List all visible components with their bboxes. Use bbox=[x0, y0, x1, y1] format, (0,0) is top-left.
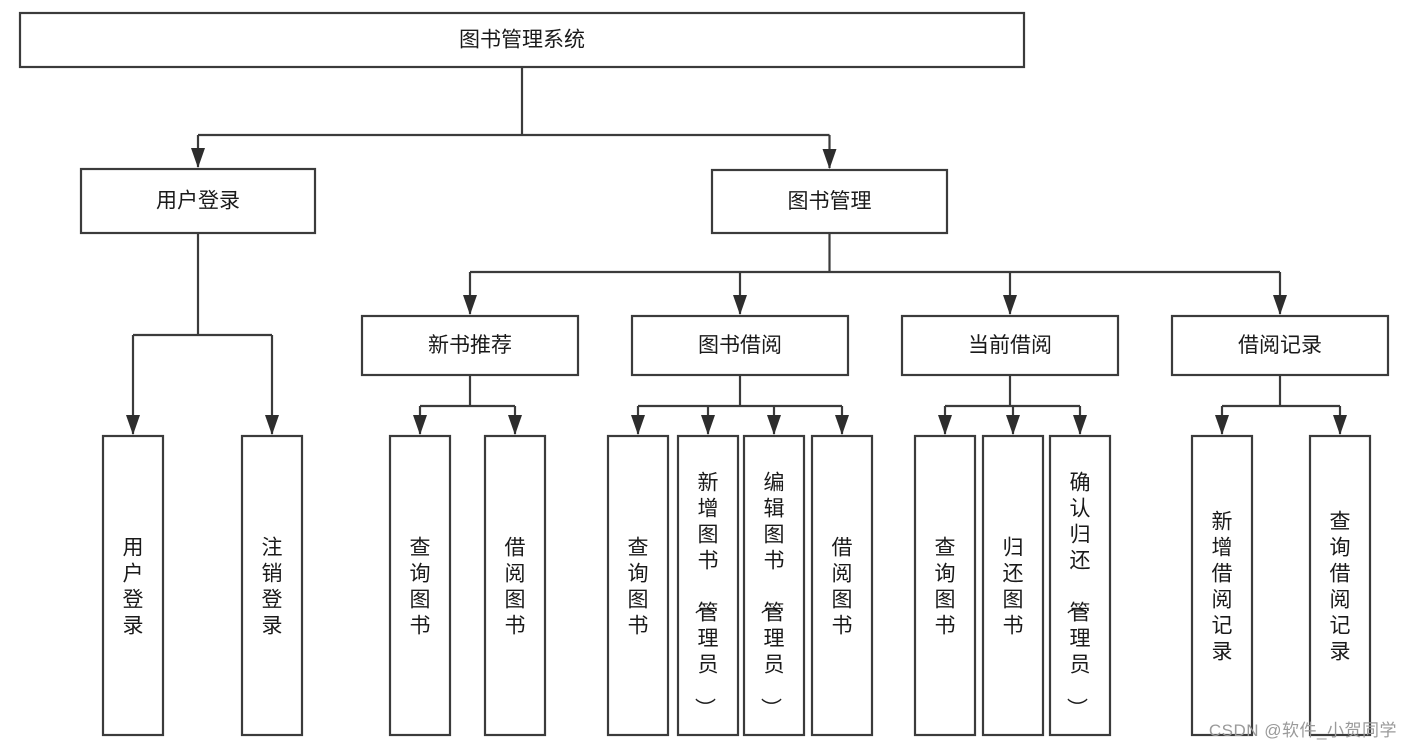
node-label-root: 图书管理系统 bbox=[459, 29, 585, 52]
node-box-leaf-query-book-2[interactable] bbox=[606, 434, 670, 737]
arrow-head-icon-borrow-record bbox=[1273, 295, 1287, 315]
node-box-leaf-edit-book[interactable] bbox=[742, 434, 806, 737]
node-label-leaf-borrow-book-1: 借阅图书 bbox=[505, 537, 526, 638]
arrow-head-icon-book-manage bbox=[822, 149, 837, 169]
arrow-head-icon-leaf-add-record bbox=[1215, 415, 1229, 435]
node-box-current-borrow[interactable] bbox=[900, 314, 1120, 377]
node-label-user-login: 用户登录 bbox=[156, 190, 240, 213]
arrow-head-icon-leaf-confirm-return bbox=[1073, 415, 1087, 435]
node-box-leaf-query-book-1[interactable] bbox=[388, 434, 452, 737]
node-box-leaf-query-record[interactable] bbox=[1308, 434, 1372, 737]
node-box-new-book-rec[interactable] bbox=[360, 314, 580, 377]
node-box-user-login[interactable] bbox=[79, 167, 317, 235]
node-box-leaf-user-login[interactable] bbox=[101, 434, 165, 737]
node-label-leaf-borrow-book-2: 借阅图书 bbox=[832, 537, 853, 638]
node-label-leaf-add-book: 新增图书（管理员） bbox=[693, 472, 719, 719]
arrow-head-icon-leaf-query-record bbox=[1333, 415, 1347, 435]
node-box-leaf-add-book[interactable] bbox=[676, 434, 740, 737]
arrow-head-icon-leaf-return-book bbox=[1006, 415, 1020, 435]
arrow-head-icon-book-borrow bbox=[733, 295, 747, 315]
node-label-book-borrow: 图书借阅 bbox=[698, 334, 782, 357]
arrow-head-icon-leaf-query-book-1 bbox=[413, 415, 427, 435]
node-box-leaf-borrow-book-2[interactable] bbox=[810, 434, 874, 737]
node-box-leaf-return-book[interactable] bbox=[981, 434, 1045, 737]
node-label-leaf-query-book-2: 查询图书 bbox=[628, 537, 649, 638]
node-box-leaf-query-book-3[interactable] bbox=[913, 434, 977, 737]
node-label-leaf-user-logout: 注销登录 bbox=[262, 537, 283, 638]
node-label-book-manage: 图书管理 bbox=[788, 190, 872, 213]
node-box-leaf-borrow-book-1[interactable] bbox=[483, 434, 547, 737]
arrow-head-icon-leaf-edit-book bbox=[767, 415, 781, 435]
arrow-head-icon-leaf-add-book bbox=[701, 415, 715, 435]
node-label-new-book-rec: 新书推荐 bbox=[428, 334, 512, 357]
node-label-borrow-record: 借阅记录 bbox=[1238, 334, 1322, 357]
node-box-book-borrow[interactable] bbox=[630, 314, 850, 377]
connectors-layer bbox=[126, 67, 1347, 435]
arrow-head-icon-leaf-user-login bbox=[126, 415, 140, 435]
watermark-text: CSDN @软件_小贺同学 bbox=[1208, 721, 1397, 740]
arrow-head-icon-leaf-borrow-book-1 bbox=[508, 415, 522, 435]
boxes-layer: 图书管理系统用户登录图书管理新书推荐图书借阅当前借阅借阅记录用户登录注销登录查询… bbox=[18, 11, 1390, 737]
arrow-head-icon-leaf-query-book-2 bbox=[631, 415, 645, 435]
arrow-head-icon-new-book-rec bbox=[463, 295, 477, 315]
node-label-leaf-user-login: 用户登录 bbox=[123, 537, 144, 638]
node-box-leaf-user-logout[interactable] bbox=[240, 434, 304, 737]
node-label-leaf-query-book-1: 查询图书 bbox=[410, 537, 431, 638]
arrow-head-icon-leaf-query-book-3 bbox=[938, 415, 952, 435]
node-label-leaf-return-book: 归还图书 bbox=[1003, 537, 1024, 638]
node-label-leaf-query-book-3: 查询图书 bbox=[935, 537, 956, 638]
node-box-borrow-record[interactable] bbox=[1170, 314, 1390, 377]
arrow-head-icon-current-borrow bbox=[1003, 295, 1017, 315]
node-label-leaf-confirm-return: 确认归还（管理员） bbox=[1065, 472, 1091, 719]
arrow-head-icon-leaf-borrow-book-2 bbox=[835, 415, 849, 435]
node-label-leaf-edit-book: 编辑图书（管理员） bbox=[759, 472, 785, 719]
arrow-head-icon-leaf-user-logout bbox=[265, 415, 279, 435]
node-label-leaf-add-record: 新增借阅记录 bbox=[1212, 511, 1233, 664]
node-box-leaf-confirm-return[interactable] bbox=[1048, 434, 1112, 737]
arrow-head-icon-user-login bbox=[191, 148, 205, 168]
node-label-current-borrow: 当前借阅 bbox=[968, 334, 1052, 357]
node-box-root[interactable] bbox=[18, 11, 1026, 69]
node-box-leaf-add-record[interactable] bbox=[1190, 434, 1254, 737]
node-label-leaf-query-record: 查询借阅记录 bbox=[1330, 511, 1351, 664]
node-box-book-manage[interactable] bbox=[710, 168, 949, 235]
